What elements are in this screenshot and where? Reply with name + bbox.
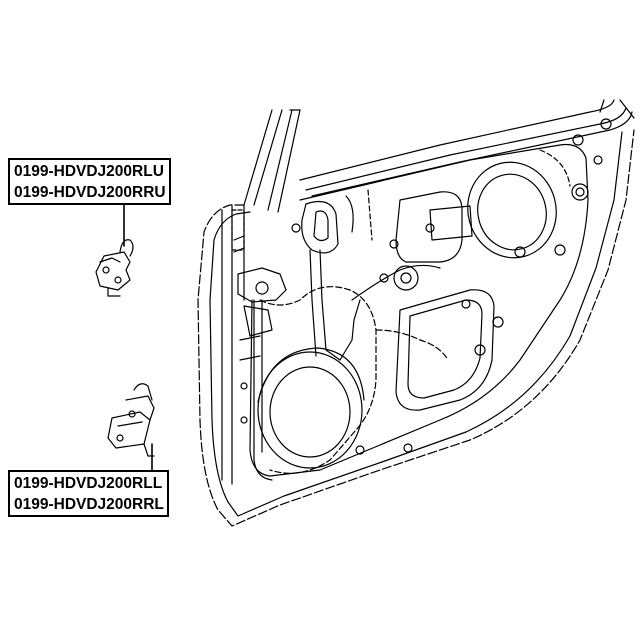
- upper-hinge-part-number-2: 0199-HDVDJ200RRU: [14, 184, 166, 201]
- regulator-cutout-inner: [477, 173, 547, 251]
- lower-hinge: [107, 383, 155, 457]
- regulator-cutout-large: [467, 161, 557, 259]
- lower-hinge-part-number-2: 0199-HDVDJ200RRL: [14, 496, 164, 513]
- lower-hinge-part-number-1: 0199-HDVDJ200RLL: [14, 475, 163, 492]
- upper-cutout-front: [301, 201, 339, 254]
- door-outer-edge: [197, 129, 635, 527]
- mounting-holes: [240, 118, 612, 455]
- lower-hinge-part-label: 0199-HDVDJ200RLL 0199-HDVDJ200RRL: [8, 470, 169, 517]
- window-frame-top: [299, 99, 635, 197]
- regulator-rail: [319, 249, 361, 361]
- upper-hinge-part-number-1: 0199-HDVDJ200RLU: [14, 163, 164, 180]
- upper-hinge-part-label: 0199-HDVDJ200RLU 0199-HDVDJ200RRU: [8, 158, 171, 205]
- door-panel: [197, 99, 635, 527]
- window-frame-pillar: [243, 109, 301, 213]
- door-inner-edge: [209, 131, 623, 517]
- wiring-harness: [259, 286, 377, 474]
- upper-cutout-center: [395, 191, 463, 263]
- hinge-pillar: [221, 204, 245, 485]
- inner-panel-outline: [249, 143, 589, 477]
- middle-cutout: [395, 289, 495, 411]
- door-check-bracket: [237, 267, 287, 337]
- speaker: [257, 347, 365, 469]
- upper-hinge: [95, 239, 134, 297]
